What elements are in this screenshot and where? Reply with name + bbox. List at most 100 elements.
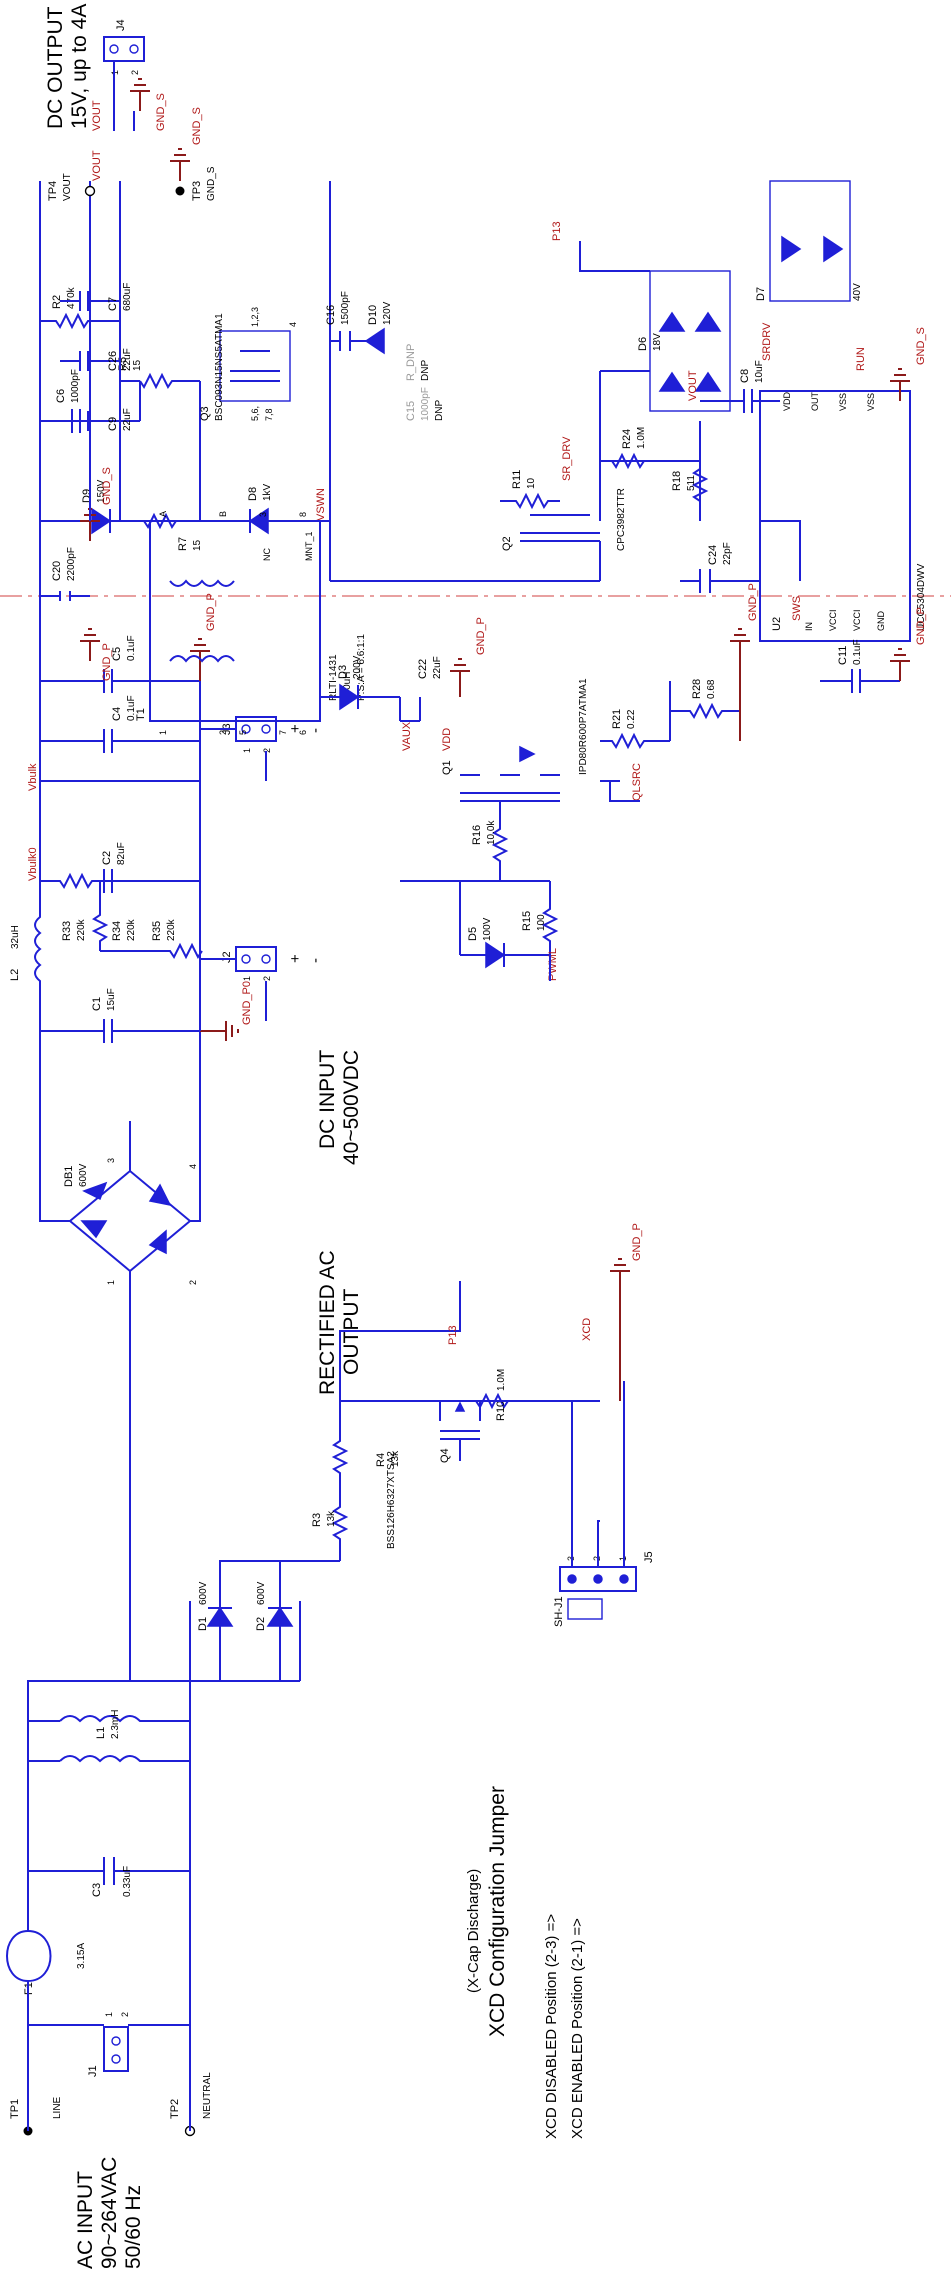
j1-connector: J1 1 2 — [87, 2012, 130, 2077]
q3-ref: Q3 — [199, 406, 211, 421]
vout-net-c8: VOUT — [687, 370, 699, 401]
gnd-p0-symbol — [200, 1021, 239, 1041]
vdd-net: VDD — [441, 728, 453, 751]
q4-net-wires — [339, 1281, 600, 1402]
u2-isolated-driver: U2 UCC5304DWV VDD OUT VSS VSS IN VCCI VC… — [759, 390, 927, 642]
r35-body — [100, 942, 203, 960]
c15-ref: C15 — [405, 401, 417, 421]
q4-xcd-net: XCD — [581, 1318, 593, 1341]
d5-ref: D5 — [467, 927, 479, 941]
l1-val: 2.3mH — [110, 1710, 121, 1739]
c1-val: 15uF — [106, 988, 117, 1011]
j3-plus: + — [287, 724, 304, 733]
c2-capacitor: C2 82uF — [101, 842, 200, 893]
u2-pin-vcci2: VCCI — [852, 609, 862, 631]
c9-body — [60, 411, 120, 431]
d9-val: 150V — [96, 479, 107, 503]
r-dnp-ref: R_DNP — [405, 344, 417, 381]
c20-ref: C20 — [51, 561, 63, 581]
c11-ref: C11 — [837, 646, 849, 665]
q3-pin-56: 5,6, — [250, 406, 260, 421]
r3-ref: R3 — [311, 1513, 323, 1527]
j4-body — [103, 36, 145, 62]
r18-resistor: R18 511 — [671, 441, 709, 521]
xcd-sub: (X-Cap Discharge) — [465, 1869, 482, 1993]
sr-drv-net: SR_DRV — [561, 436, 573, 481]
db1-d4 — [148, 1183, 172, 1207]
d5-leads — [460, 943, 550, 967]
db1-pin3: 3 — [106, 1158, 116, 1163]
c8-capacitor: C8 10uF — [700, 360, 780, 413]
j4-wires — [113, 61, 135, 131]
j3-pin1-label: 1 — [242, 748, 252, 753]
j1-pin1-label: 1 — [104, 2012, 114, 2017]
j1-body — [103, 2026, 129, 2072]
d10-tvs: D10 120V — [364, 301, 393, 355]
r2-resistor: R2 470k — [40, 286, 120, 330]
r28-resistor: R28 0.68 — [669, 679, 740, 741]
tp1-line: TP1 LINE — [9, 2096, 63, 2136]
r24-resistor: R24 1.0M — [600, 427, 660, 470]
r3-val: 13k — [326, 1510, 337, 1527]
r21-ref: R21 — [611, 709, 623, 729]
c20-gnd-p — [80, 628, 100, 661]
f1-body — [6, 1929, 52, 1982]
u2-pin-in: IN — [804, 622, 814, 631]
sh-j1-shunt: SH-J1 — [553, 1596, 603, 1627]
vswn-bus — [329, 181, 480, 582]
c26-body — [60, 351, 120, 371]
r21-resistor: R21 0.22 — [600, 709, 670, 750]
j4-gnd-s-label: GND_S — [155, 93, 167, 131]
qlsrc-wire — [600, 780, 640, 802]
t1-mnt: MNT_1 — [304, 531, 314, 561]
r10-resistor: R10 1.0M — [470, 1369, 509, 1421]
d3-diode: D3 200V — [320, 655, 400, 711]
db1-wires — [39, 1031, 201, 1681]
db1-d1 — [80, 1220, 108, 1239]
c7-ref: C7 — [107, 297, 119, 311]
c20-gnd-s-label: GND_S — [101, 467, 113, 505]
tp2-neutral: TP2 NEUTRAL — [169, 2072, 213, 2137]
tp4-vout: TP4 VOUT — [47, 173, 96, 201]
c4-body — [40, 729, 200, 753]
xcd-enabled: XCD ENABLED Position (2-1) => — [569, 1918, 586, 2139]
xcd-disabled: XCD DISABLED Position (2-3) => — [543, 1914, 560, 2139]
r2-val: 470k — [66, 286, 77, 309]
pwml-label: PWML — [547, 948, 559, 981]
t1-part: RLTI-1431 — [328, 654, 339, 701]
dc-input-line2: 40~500VDC — [340, 1050, 363, 1165]
d3-leads — [320, 685, 400, 709]
tp4-net: VOUT — [62, 173, 73, 201]
d6-c — [694, 371, 722, 392]
r35-ref: R35 — [151, 921, 163, 941]
c11-gnd-label: GND_P — [915, 607, 927, 645]
ac-input-line3: 50/60 Hz — [122, 2185, 145, 2269]
sh-j1-body — [567, 1598, 603, 1620]
q3-mosfet: Q3 BSC093N15NS5ATMA1 1,2,3 4 5,6, 7,8 — [199, 307, 298, 421]
r21-body — [600, 732, 670, 750]
c24-capacitor: C24 22pF — [680, 542, 760, 593]
db1-bridge: DB1 600V 1 3 4 2 — [63, 1158, 198, 1285]
c11-capacitor: C11 0.1uF — [820, 639, 900, 693]
r28-body — [669, 681, 740, 741]
vaux-net: VAUX — [401, 721, 413, 751]
t1-nc: NC — [262, 548, 272, 561]
c15-dnp: DNP — [434, 400, 445, 421]
j2-leads — [200, 958, 267, 1021]
j4-pin2-label: 2 — [130, 70, 140, 75]
c9-val: 22uF — [122, 408, 133, 431]
j3-minus: - — [307, 728, 324, 733]
j2-ref: J2 — [221, 951, 233, 963]
r24-body — [600, 452, 660, 470]
c5-gnd-label: GND_P — [205, 593, 217, 631]
q4-p13-net: P13 — [447, 1325, 459, 1345]
tp2-net: NEUTRAL — [202, 2072, 213, 2119]
q3-pin-78: 7,8 — [264, 408, 274, 421]
d2-leads — [268, 1561, 292, 1681]
c4-capacitor: C4 0.1uF — [40, 695, 200, 753]
c22-ref: C22 — [417, 659, 429, 679]
r11-val: 10 — [526, 477, 537, 489]
